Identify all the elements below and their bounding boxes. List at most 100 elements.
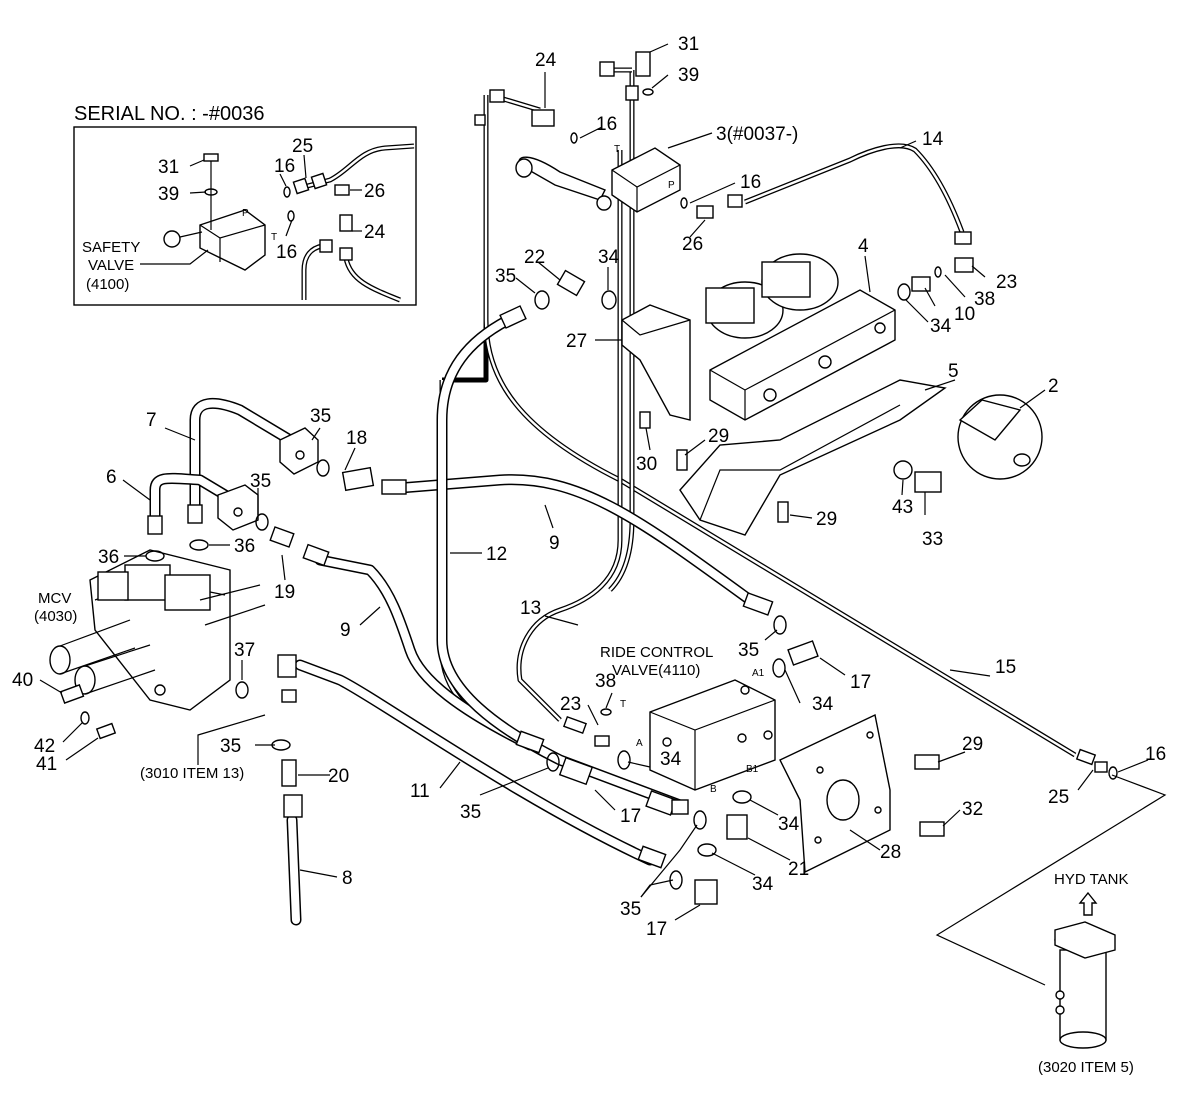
callout-33: 33 xyxy=(922,529,943,550)
inset-callout-26: 26 xyxy=(364,181,385,202)
callout-35-top: 35 xyxy=(495,266,516,287)
callout-25: 25 xyxy=(1048,787,1069,808)
callout-3: 3(#0037-) xyxy=(716,124,798,145)
hose-9-upper xyxy=(394,474,756,606)
callout-15: 15 xyxy=(995,657,1016,678)
callout-9-lower: 9 xyxy=(340,620,351,641)
inset-title: SERIAL NO. : -#0036 xyxy=(74,103,264,125)
callout-12: 12 xyxy=(486,544,507,565)
item13-ref: (3010 ITEM 13) xyxy=(140,765,244,782)
callout-41: 41 xyxy=(36,754,57,775)
callout-31: 31 xyxy=(678,34,699,55)
port-p: P xyxy=(668,180,675,191)
tube-7 xyxy=(189,397,296,511)
callout-38-top: 38 xyxy=(974,289,995,310)
hose-8 xyxy=(286,814,302,926)
callout-11: 11 xyxy=(410,781,430,802)
hose-11 xyxy=(294,659,656,866)
callout-5: 5 xyxy=(948,361,959,382)
callout-30: 30 xyxy=(636,454,657,475)
callout-37: 37 xyxy=(234,640,255,661)
callout-42: 42 xyxy=(34,736,55,757)
port-b1: B1 xyxy=(746,764,759,775)
port-t-top: T xyxy=(614,144,620,155)
ride-control-valve: T A A1 B1 B xyxy=(620,668,776,795)
callout-17-top: 17 xyxy=(850,672,871,693)
callout-17-mid: 17 xyxy=(620,806,641,827)
hose-9-lower xyxy=(314,554,536,751)
callout-23-ride: 23 xyxy=(560,694,581,715)
fitting-blocks xyxy=(217,427,319,531)
callout-32: 32 xyxy=(962,799,983,820)
callout-24: 24 xyxy=(535,50,557,71)
mounting-plate-28 xyxy=(779,713,891,874)
callout-35-ride: 35 xyxy=(738,640,759,661)
port-a1: A1 xyxy=(752,668,765,679)
callout-6: 6 xyxy=(106,467,117,488)
callout-8: 8 xyxy=(342,868,353,889)
callout-16-valve: 16 xyxy=(740,172,761,193)
callouts: 31 39 24 16 3(#0037-) 14 16 26 22 34 35 … xyxy=(12,34,1166,940)
callout-27: 27 xyxy=(566,331,587,352)
inset-valve-ref: (4100) xyxy=(86,276,129,293)
tank-ref: (3020 ITEM 5) xyxy=(1038,1059,1134,1076)
inset-port-t: T xyxy=(271,232,277,243)
callout-35-block: 35 xyxy=(310,406,331,427)
leader-lines xyxy=(39,43,1149,921)
port-b: B xyxy=(710,784,717,795)
hyd-tank-label: HYD TANK xyxy=(1054,871,1128,888)
inset-callout-25: 25 xyxy=(292,136,313,157)
callout-29-plate: 29 xyxy=(962,734,983,755)
callout-16-top: 16 xyxy=(596,114,617,135)
mcv-label: MCV xyxy=(38,590,71,607)
safety-valve: T P xyxy=(515,144,681,213)
callout-28: 28 xyxy=(880,842,901,863)
callout-29-bracket: 29 xyxy=(708,426,729,447)
callout-38-ride: 38 xyxy=(595,671,616,692)
mcv-ref: (4030) xyxy=(34,608,77,625)
hyd-tank xyxy=(935,774,1167,1049)
port-t-ride: T xyxy=(620,699,626,710)
inset-valve-label-1: SAFETY xyxy=(82,239,140,256)
callout-36-left: 36 xyxy=(98,547,119,568)
inset-callout-39: 39 xyxy=(158,184,179,205)
callout-4: 4 xyxy=(858,236,869,257)
callout-43: 43 xyxy=(892,497,913,518)
callout-34-top: 34 xyxy=(598,247,620,268)
callout-21: 21 xyxy=(788,859,809,880)
port-a: A xyxy=(636,738,643,749)
callout-26: 26 xyxy=(682,234,703,255)
callout-39: 39 xyxy=(678,65,699,86)
tube-14 xyxy=(744,143,965,233)
callout-9-upper: 9 xyxy=(549,533,560,554)
callout-40: 40 xyxy=(12,670,33,691)
mcv-valve xyxy=(49,549,266,711)
callout-35-mcv: 35 xyxy=(250,471,271,492)
fittings xyxy=(59,51,1108,905)
callout-13: 13 xyxy=(520,598,541,619)
callout-35-suction: 35 xyxy=(220,736,241,757)
callout-10: 10 xyxy=(954,304,975,325)
callout-16-tank: 16 xyxy=(1145,744,1166,765)
callout-35-hose: 35 xyxy=(460,802,481,823)
callout-34-b1: 34 xyxy=(778,814,800,835)
callout-2: 2 xyxy=(1048,376,1059,397)
callout-34-manifold: 34 xyxy=(930,316,952,337)
callout-19: 19 xyxy=(274,582,295,603)
inset-safety-valve xyxy=(163,153,266,271)
inset-callout-31: 31 xyxy=(158,157,179,178)
inset-callout-24: 24 xyxy=(364,222,386,243)
inset-frame xyxy=(73,126,417,306)
callout-34-b: 34 xyxy=(752,874,774,895)
ride-control-label-1: RIDE CONTROL xyxy=(600,644,713,661)
callout-17-bottom: 17 xyxy=(646,919,667,940)
bracket-27 xyxy=(621,304,691,421)
callout-7: 7 xyxy=(146,410,157,431)
callout-36-right: 36 xyxy=(234,536,255,557)
callout-20: 20 xyxy=(328,766,349,787)
bracket-5 xyxy=(679,379,947,536)
callout-35-bottom: 35 xyxy=(620,899,641,920)
accumulator-manifold xyxy=(705,253,1043,480)
labels: MCV (4030) RIDE CONTROL VALVE(4110) (301… xyxy=(34,590,1134,1076)
